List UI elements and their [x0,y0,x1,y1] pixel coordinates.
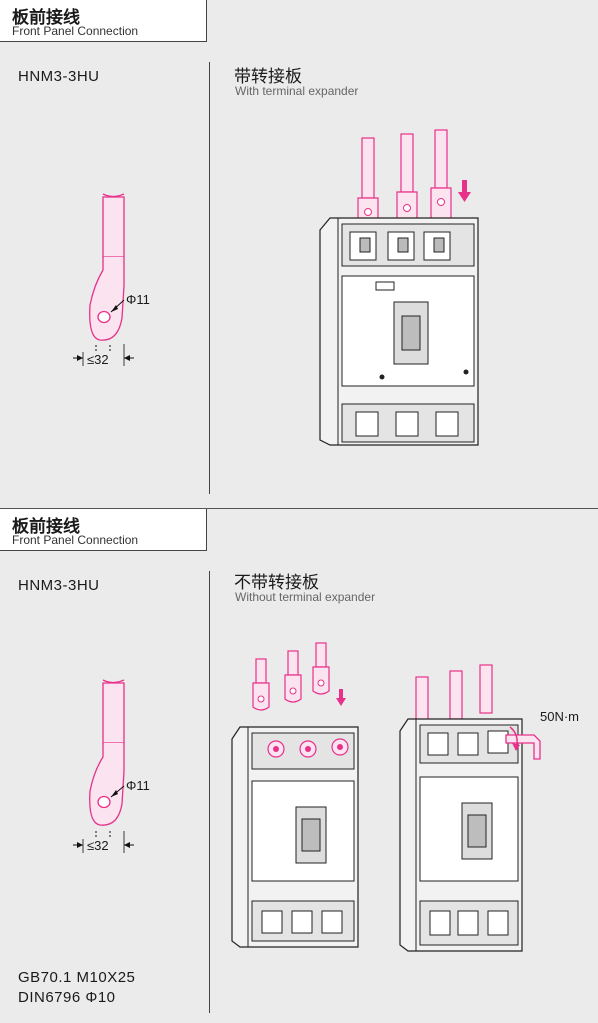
breaker-without-expander-illustration [231,642,359,948]
header-box: 板前接线 Front Panel Connection [0,0,207,42]
hole-diameter-label: Φ11 [126,292,150,307]
section-title-zh: 不带转接板 [234,573,319,593]
section-subtitle-en: Without terminal expander [235,590,376,604]
hole-diameter-label: Φ11 [126,778,150,793]
lug-width-label: ≤32 [87,838,109,853]
vertical-divider [209,571,210,1013]
header-title-zh: 板前接线 [12,8,80,28]
washer-spec: DIN6796 Φ10 [18,989,116,1006]
header-box: 板前接线 Front Panel Connection [0,509,207,551]
torque-label: 50N·m [540,709,580,724]
screw-spec: GB70.1 M10X25 [18,969,136,986]
breaker-installed-torque-illustration [399,664,541,952]
cable-lug-diagram [73,193,134,366]
header-title-zh: 板前接线 [12,517,80,537]
vertical-divider [209,62,210,494]
model-number: HNM3-3HU [18,68,100,85]
model-number: HNM3-3HU [18,577,100,594]
header-title-en: Front Panel Connection [12,24,139,38]
section-subtitle-en: With terminal expander [235,84,359,98]
breaker-with-expander-illustration [319,129,479,446]
section-title-zh: 带转接板 [234,67,302,87]
lug-width-label: ≤32 [87,352,109,367]
panel-without-expander: 板前接线 Front Panel Connection HNM3-3HU 不带转… [0,509,598,1023]
header-title-en: Front Panel Connection [12,533,139,547]
cable-lug-diagram [73,679,134,853]
panel-with-expander: 板前接线 Front Panel Connection HNM3-3HU 带转接… [0,0,598,509]
